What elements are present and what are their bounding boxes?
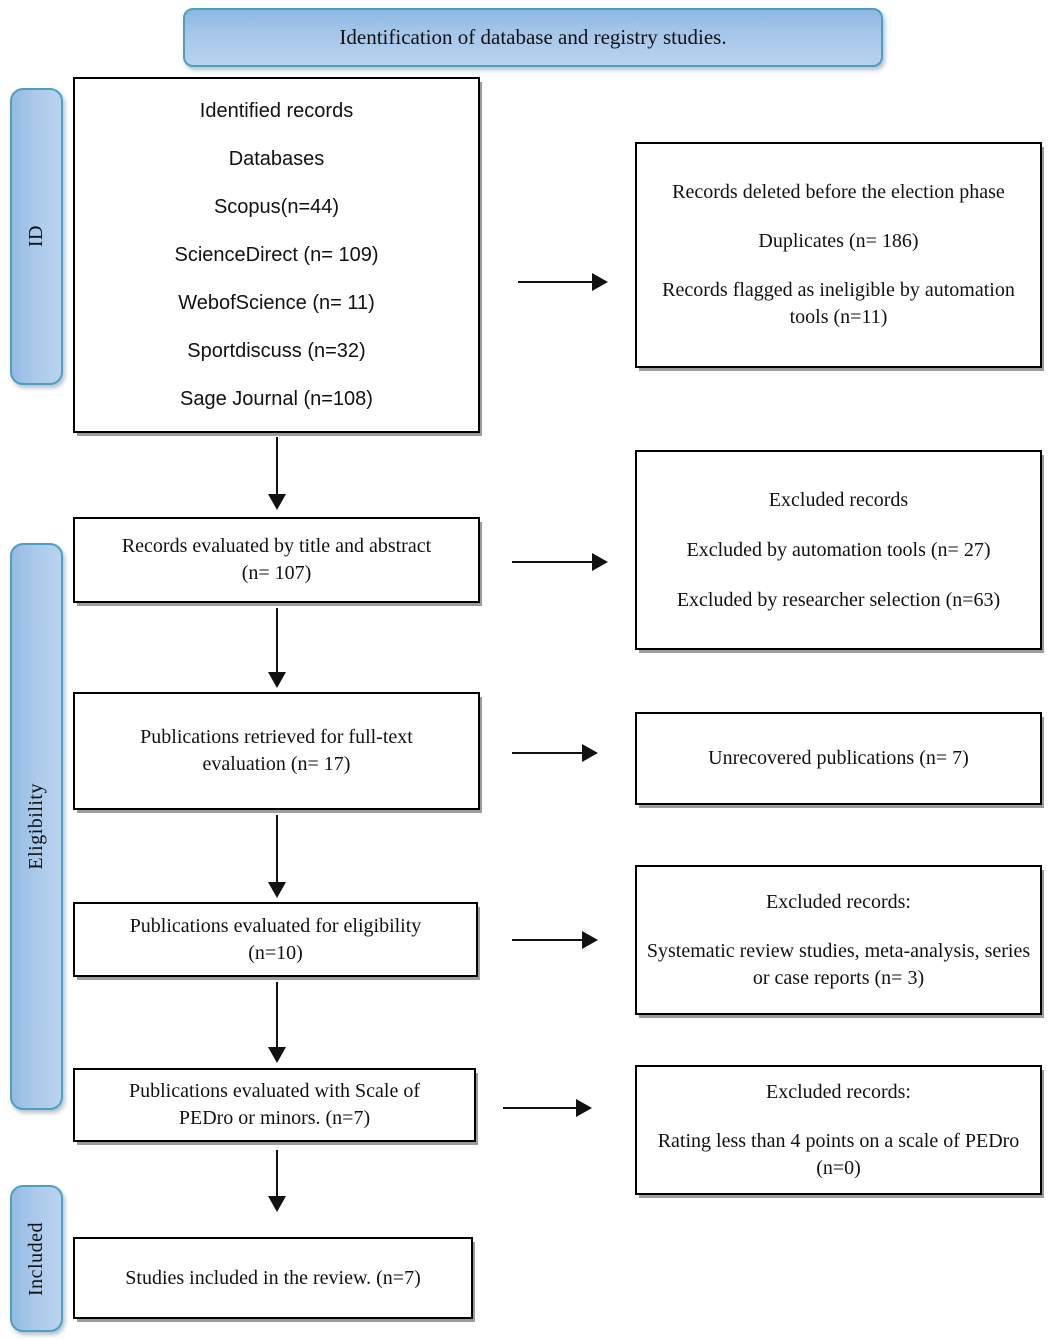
box-line: (n=10) — [248, 941, 303, 964]
arrow-down-3 — [268, 815, 286, 898]
box-line: Identified records — [199, 100, 354, 122]
box-line: Publications evaluated for eligibility — [129, 914, 422, 937]
box-paragraph: Rating less than 4 points on a scale of … — [657, 1129, 1020, 1179]
stage-bar-included: Included — [10, 1185, 63, 1332]
exclusion-box-eligibility: Excluded records: Systematic review stud… — [635, 865, 1042, 1015]
box-line: Scopus(n=44) — [213, 196, 340, 218]
box-paragraph: Excluded by researcher selection (n=63) — [676, 588, 1001, 611]
exclusion-box-screening: Excluded records Excluded by automation … — [635, 450, 1042, 650]
arrow-shaft — [276, 815, 278, 882]
arrow-right-4 — [512, 931, 598, 949]
box-line: Publications evaluated with Scale of — [128, 1080, 421, 1102]
arrow-shaft — [276, 1150, 278, 1196]
arrow-shaft — [276, 437, 278, 494]
flow-box-title-abstract: Records evaluated by title and abstract … — [73, 517, 480, 603]
arrow-head-icon — [268, 1196, 286, 1212]
arrow-head-icon — [268, 882, 286, 898]
box-line: Sage Journal (n=108) — [180, 388, 373, 410]
exclusion-box-unrecovered: Unrecovered publications (n= 7) — [635, 712, 1042, 805]
stage-bar-id: ID — [10, 88, 63, 385]
box-paragraph: Excluded records: — [766, 890, 911, 913]
flow-box-eligibility-evaluated: Publications evaluated for eligibility (… — [73, 902, 478, 977]
flow-box-pedro-evaluated: Publications evaluated with Scale of PED… — [73, 1068, 476, 1142]
exclusion-box-pedro: Excluded records: Rating less than 4 poi… — [635, 1065, 1042, 1195]
flow-box-studies-included: Studies included in the review. (n=7) — [73, 1237, 473, 1319]
arrow-shaft — [276, 608, 278, 672]
stage-label-id: ID — [25, 225, 47, 248]
box-line: WebofScience (n= 11) — [178, 292, 375, 314]
arrow-right-3 — [512, 744, 598, 762]
arrow-head-icon — [592, 553, 608, 571]
box-paragraph: Duplicates (n= 186) — [758, 230, 919, 252]
flow-box-identified-records: Identified records Databases Scopus(n=44… — [73, 77, 480, 433]
arrow-shaft — [512, 561, 592, 563]
arrow-head-icon — [268, 672, 286, 688]
box-paragraph: Records flagged as ineligible by automat… — [662, 279, 1015, 328]
box-line: evaluation (n= 17) — [202, 753, 351, 775]
box-line: PEDro or minors. (n=7) — [178, 1107, 371, 1129]
stage-label-included: Included — [25, 1221, 47, 1296]
box-line: ScienceDirect (n= 109) — [174, 244, 379, 266]
exclusion-box-records-deleted: Records deleted before the election phas… — [635, 142, 1042, 368]
stage-label-eligibility: Eligibility — [25, 783, 47, 870]
title-banner: Identification of database and registry … — [183, 8, 883, 67]
arrow-shaft — [512, 939, 582, 941]
box-line: Databases — [228, 148, 325, 170]
arrow-shaft — [503, 1107, 576, 1109]
box-paragraph: Excluded by automation tools (n= 27) — [686, 538, 991, 561]
arrow-head-icon — [592, 273, 608, 291]
box-paragraph: Excluded records — [768, 488, 909, 511]
arrow-down-1 — [268, 437, 286, 510]
arrow-right-5 — [503, 1099, 592, 1117]
box-paragraph: Systematic review studies, meta-analysis… — [646, 939, 1031, 989]
arrow-down-5 — [268, 1150, 286, 1212]
page-title: Identification of database and registry … — [339, 25, 727, 49]
arrow-head-icon — [268, 1047, 286, 1063]
box-paragraph: Excluded records: — [766, 1080, 911, 1103]
arrow-head-icon — [576, 1099, 592, 1117]
box-line: Publications retrieved for full-text — [140, 726, 413, 748]
flow-box-fulltext-retrieved: Publications retrieved for full-text eva… — [73, 692, 480, 810]
box-line: Records evaluated by title and abstract — [121, 535, 432, 557]
arrow-shaft — [276, 982, 278, 1047]
arrow-right-1 — [518, 273, 608, 291]
arrow-head-icon — [582, 744, 598, 762]
arrow-right-2 — [512, 553, 608, 571]
arrow-shaft — [518, 281, 592, 283]
box-line: Sportdiscuss (n=32) — [187, 340, 366, 362]
box-paragraph: Unrecovered publications (n= 7) — [708, 747, 969, 769]
arrow-head-icon — [268, 494, 286, 510]
arrow-shaft — [512, 752, 582, 754]
box-paragraph: Records deleted before the election phas… — [672, 181, 1005, 203]
box-line: Studies included in the review. (n=7) — [125, 1266, 421, 1289]
arrow-head-icon — [582, 931, 598, 949]
box-line: (n= 107) — [241, 562, 312, 584]
stage-bar-eligibility: Eligibility — [10, 543, 63, 1110]
arrow-down-2 — [268, 608, 286, 688]
arrow-down-4 — [268, 982, 286, 1063]
